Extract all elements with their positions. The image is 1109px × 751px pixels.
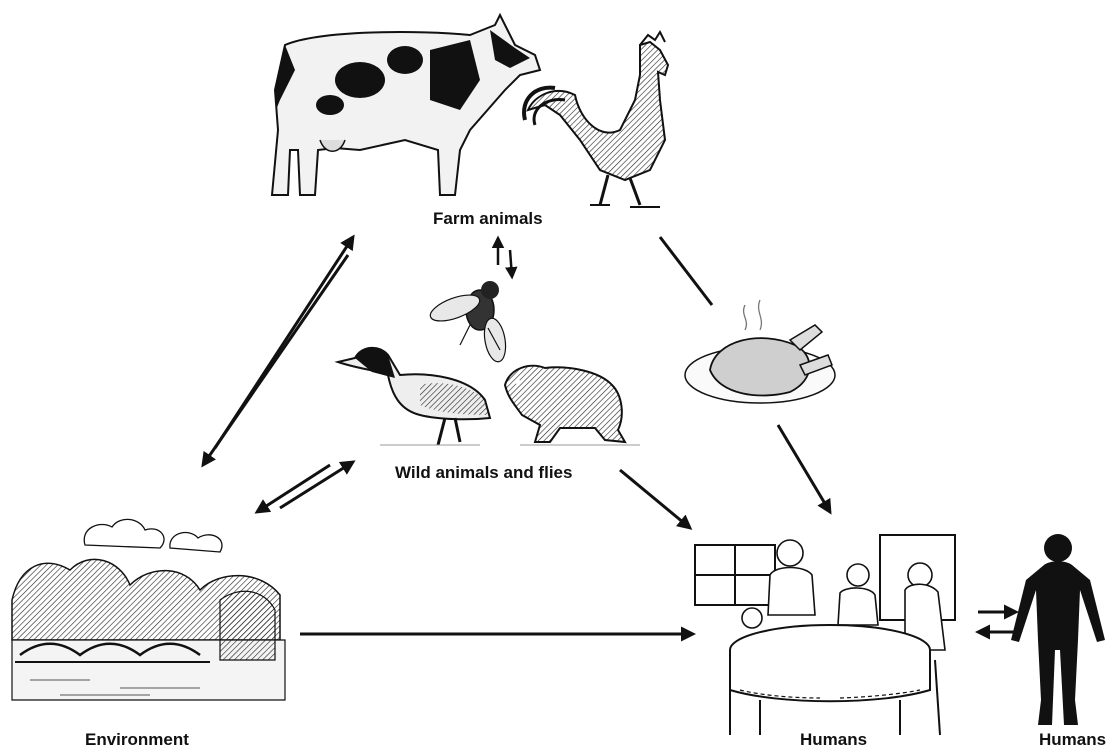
rodent-illustration [505,366,640,445]
landscape-illustration [12,519,285,700]
fly-illustration [427,281,509,363]
arrow-wild-humans [620,470,690,528]
roast-chicken-illustration [685,300,835,403]
human-silhouette-icon [1011,534,1105,725]
family-dining-illustration [695,535,955,735]
farm-animals-label: Farm animals [433,209,543,229]
wild-animals-label: Wild animals and flies [395,463,572,483]
arrow-wild-environment [257,462,353,512]
rooster-illustration [524,32,668,207]
arrow-food-humans [778,425,830,512]
arrow-farm-environment [203,237,353,465]
cow-illustration [272,15,540,195]
human-individual-label: Humans [1039,730,1106,750]
humans-group-label: Humans [800,730,867,750]
arrow-humans-individual [978,612,1016,632]
arrow-farm-food [660,237,712,305]
arrow-farm-wild [498,238,512,277]
duck-illustration [338,348,490,445]
environment-label: Environment [85,730,189,750]
